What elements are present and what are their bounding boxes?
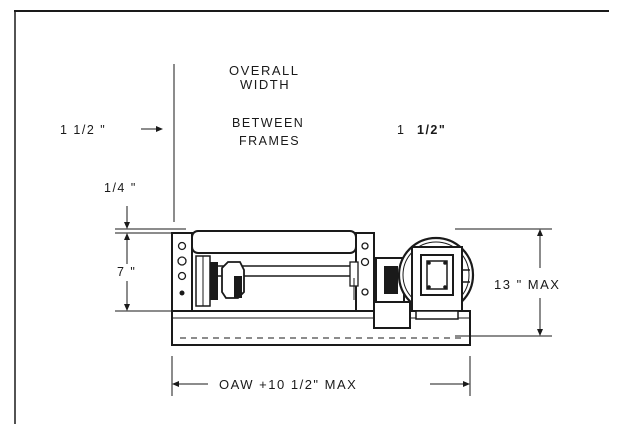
drive-bracket — [221, 261, 245, 299]
motor — [397, 236, 475, 320]
right-side-frame — [355, 232, 375, 312]
max-height-dimension — [455, 228, 552, 337]
coupling — [349, 261, 359, 300]
right-margin-fraction: 1/2" — [417, 123, 446, 137]
frame-height-label: 7 " — [117, 265, 136, 279]
conveyor-assembly — [171, 230, 475, 346]
roller — [191, 230, 357, 254]
max-height-label: 13 " MAX — [494, 277, 560, 292]
page-border — [14, 10, 609, 424]
between-label: BETWEEN — [232, 116, 304, 130]
frames-label: FRAMES — [239, 134, 300, 148]
bottom-width-dimension — [171, 356, 471, 396]
right-margin-number: 1 — [397, 123, 405, 137]
left-margin-arrow — [141, 126, 163, 132]
left-margin-label: 1 1/2 " — [60, 123, 106, 137]
left-height-dimension — [115, 206, 186, 312]
overall-label: OVERALL — [229, 63, 299, 78]
left-hub — [195, 255, 218, 307]
top-offset-label: 1/4 " — [104, 181, 137, 195]
left-side-frame — [171, 232, 193, 312]
width-label: WIDTH — [240, 77, 290, 92]
bottom-width-label: OAW +10 1/2" MAX — [219, 377, 357, 392]
